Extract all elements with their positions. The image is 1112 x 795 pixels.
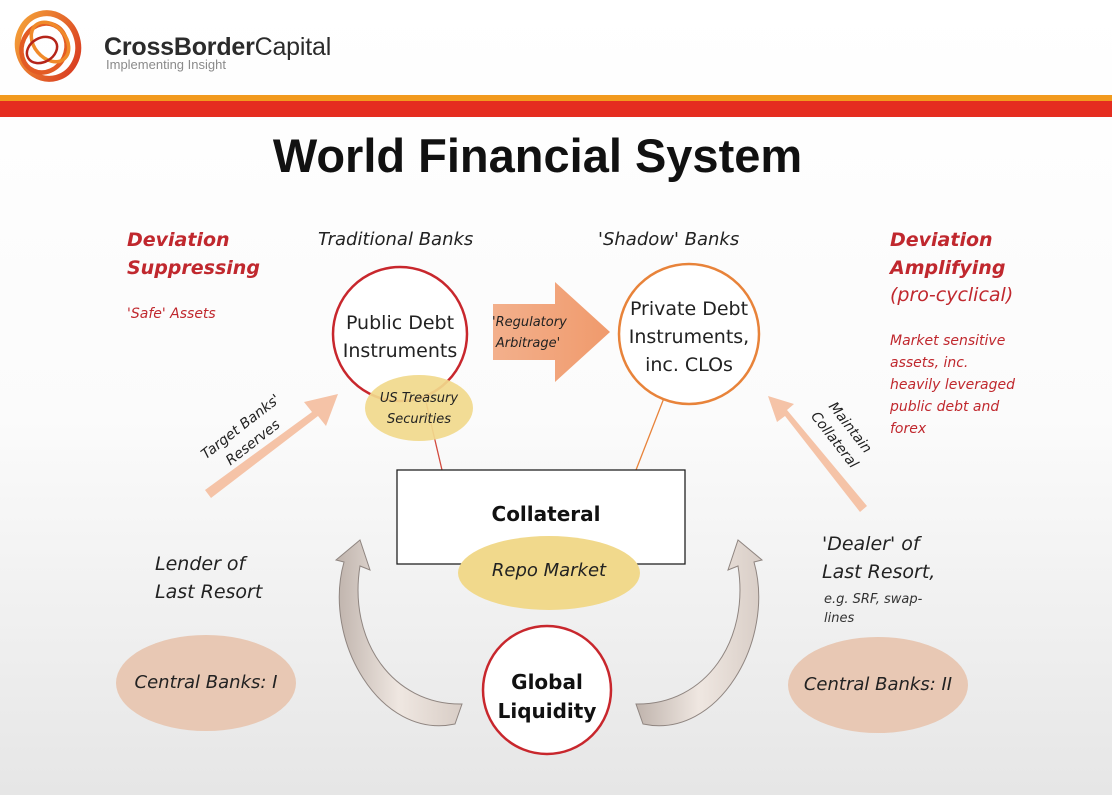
private-debt-line1: Private Debt <box>629 298 749 320</box>
brand-tagline: Implementing Insight <box>106 57 226 72</box>
right-curved-arrow <box>635 539 764 727</box>
maintain-collateral-arrow <box>768 396 867 512</box>
connector-private-collateral <box>635 397 665 471</box>
deviation-suppressing-line2: Suppressing <box>127 257 260 279</box>
brand-name: CrossBorderCapital <box>104 33 331 62</box>
deviation-amplifying-line2: Amplifying <box>890 257 1006 279</box>
private-debt-line3: inc. CLOs <box>645 354 733 376</box>
header-bar-red <box>0 101 1112 117</box>
deviation-amplifying-line1: Deviation <box>890 229 993 251</box>
us-treasury-line1: US Treasury <box>379 391 459 406</box>
arbitrage-line1: 'Regulatory <box>492 315 567 330</box>
repo-market-ellipse <box>458 536 640 610</box>
global-liquidity-line2: Liquidity <box>497 699 597 723</box>
us-treasury-line2: Securities <box>386 412 452 427</box>
deviation-suppressing-heading: Deviation Suppressing <box>127 226 260 282</box>
central-banks-1-ellipse <box>116 635 296 731</box>
market-note-line: assets, inc. <box>890 355 969 371</box>
global-liquidity-line1: Global <box>511 670 583 694</box>
lender-line2: Last Resort <box>155 581 263 603</box>
public-debt-line1: Public Debt <box>345 312 455 334</box>
dealer-of-last-resort: 'Dealer' of Last Resort, <box>822 530 935 586</box>
collateral-label: Collateral <box>491 502 601 526</box>
target-reserves-arrow <box>205 394 338 498</box>
dealer-examples-line2: lines <box>824 611 855 626</box>
global-liquidity-label: Global Liquidity <box>483 668 611 726</box>
market-note-line: Market sensitive <box>890 333 1006 349</box>
private-debt-line2: Instruments, <box>628 326 750 348</box>
traditional-banks-header: Traditional Banks <box>318 229 474 250</box>
safe-assets-note: 'Safe' Assets <box>127 306 216 322</box>
header-bar-orange <box>0 95 1112 101</box>
market-note-line: public debt and <box>890 399 1000 415</box>
brand-name-light: Capital <box>254 33 332 61</box>
lender-line1: Lender of <box>155 553 246 575</box>
private-debt-label: Private Debt Instruments, inc. CLOs <box>619 295 759 379</box>
dealer-examples-line1: e.g. SRF, swap- <box>824 592 923 607</box>
public-debt-line2: Instruments <box>342 340 458 362</box>
us-treasury-label: US Treasury Securities <box>365 388 473 430</box>
central-banks-1-label: Central Banks: I <box>134 672 278 693</box>
market-note-line: forex <box>890 421 927 437</box>
regulatory-arbitrage-label: 'Regulatory Arbitrage' <box>492 312 567 354</box>
dealer-line2: Last Resort, <box>822 561 936 583</box>
crossborder-logo-icon <box>14 10 82 82</box>
regulatory-arbitrage-arrow <box>493 282 610 382</box>
left-curved-arrow <box>334 539 463 727</box>
brand-name-bold: CrossBorder <box>104 33 255 61</box>
repo-market-label: Repo Market <box>491 560 607 581</box>
us-treasury-ellipse <box>365 375 473 441</box>
market-note-line: heavily leveraged <box>890 377 1015 393</box>
central-banks-2-ellipse <box>788 637 968 733</box>
global-liquidity-circle <box>481 624 613 756</box>
shadow-banks-header: 'Shadow' Banks <box>598 229 740 250</box>
pro-cyclical-label: (pro-cyclical) <box>890 284 1014 306</box>
page-title: World Financial System <box>272 129 803 182</box>
private-debt-circle <box>617 262 761 406</box>
market-sensitive-note: Market sensitive assets, inc. heavily le… <box>890 330 1015 440</box>
arbitrage-line2: Arbitrage' <box>495 336 561 351</box>
dealer-line1: 'Dealer' of <box>822 533 920 555</box>
deviation-amplifying-heading: Deviation Amplifying <box>890 226 1005 282</box>
central-banks-2-label: Central Banks: II <box>803 674 953 695</box>
public-debt-label: Public Debt Instruments <box>333 309 467 365</box>
lender-of-last-resort: Lender of Last Resort <box>155 550 262 606</box>
deviation-suppressing-line1: Deviation <box>127 229 230 251</box>
dealer-examples: e.g. SRF, swap- lines <box>824 590 922 628</box>
